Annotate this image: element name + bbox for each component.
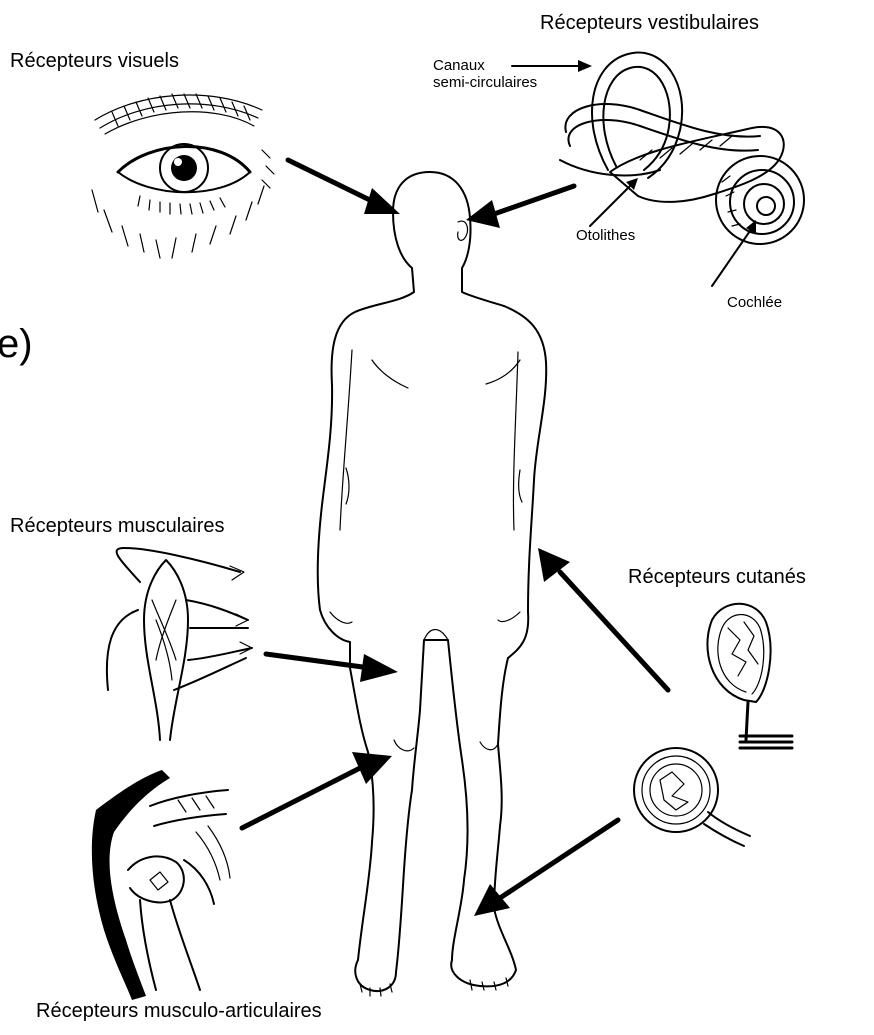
skin-receptors-icon <box>634 604 792 846</box>
inner-ear-icon <box>512 53 804 286</box>
human-body-outline-icon <box>318 172 546 996</box>
arrow-skin-to-forearm <box>538 548 668 690</box>
arrow-vestibular-to-head <box>466 186 574 228</box>
arrow-joint-to-knee <box>242 752 392 828</box>
eye-icon <box>92 94 274 258</box>
knee-joint-icon <box>92 770 230 1000</box>
arrow-muscle-to-thigh <box>266 654 398 682</box>
arrow-visual-to-head <box>288 160 400 214</box>
muscle-spindle-icon <box>107 548 252 740</box>
